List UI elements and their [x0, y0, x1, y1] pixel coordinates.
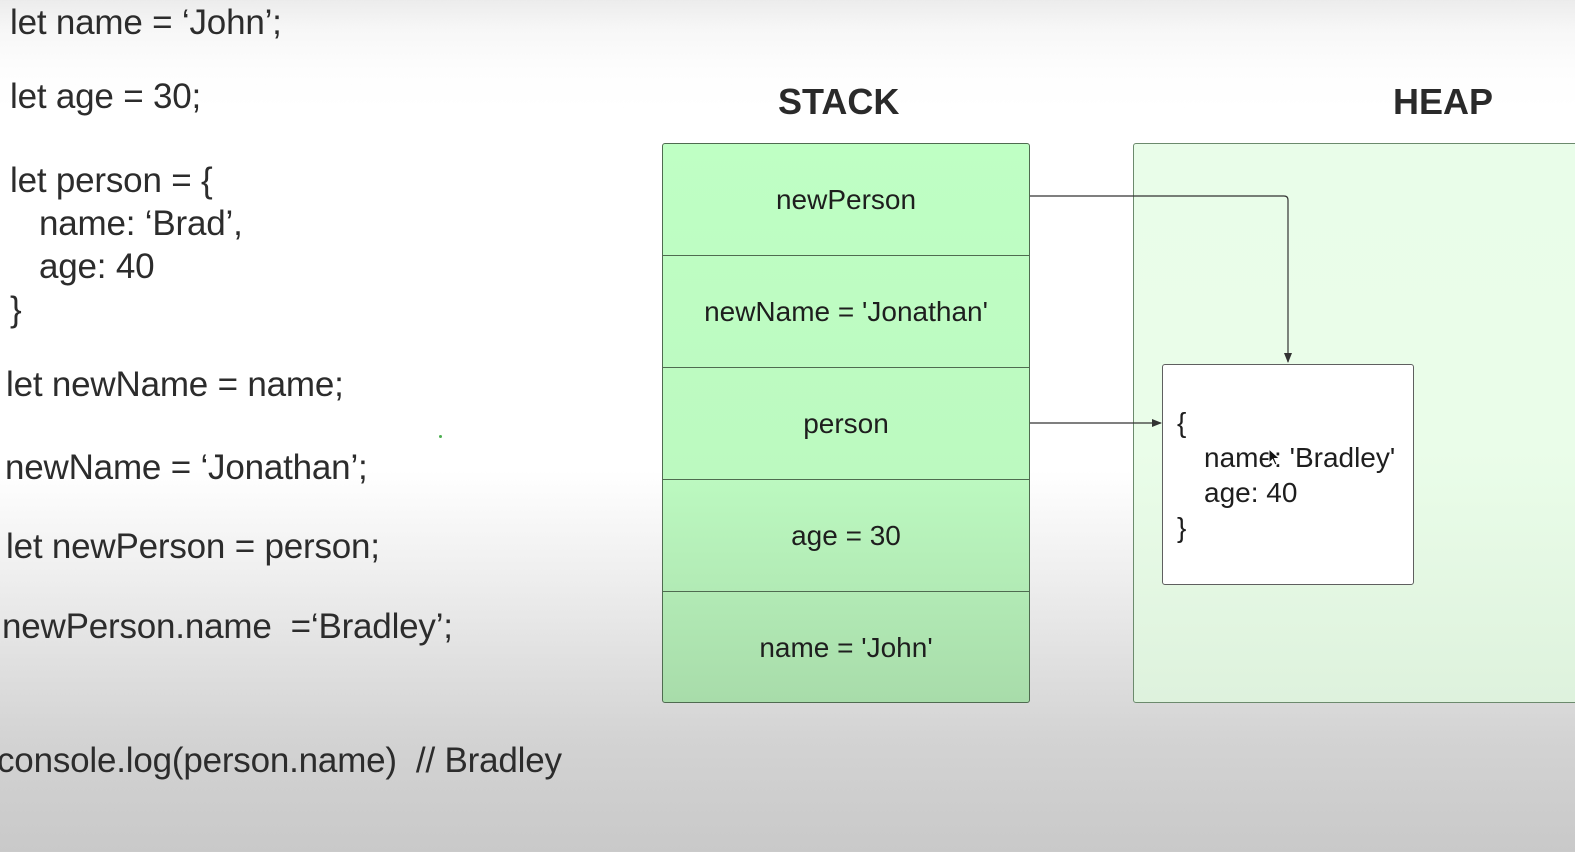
code-line-console-log: console.log(person.name) // Bradley — [0, 741, 562, 780]
stack-cell-label: newPerson — [775, 183, 917, 215]
heap-object-age-field: age: 40 — [1204, 477, 1298, 508]
code-line-let-newname: let newName = name; — [6, 365, 344, 404]
heap-object-name-field: name: 'Bradley' — [1204, 442, 1396, 473]
code-line-assign-newname: newName = ‘Jonathan’; — [5, 448, 368, 487]
stack-cell-person: person — [663, 368, 1029, 480]
heap-title: HEAP — [1393, 81, 1494, 122]
code-line-person-name: name: ‘Brad’, — [39, 204, 243, 243]
stack-cell-newname: newName = 'Jonathan' — [663, 256, 1029, 368]
stack-cell-label: age = 30 — [791, 519, 901, 551]
heap-object-close-brace: } — [1177, 512, 1187, 543]
stack-title: STACK — [778, 81, 900, 122]
stack-cell-label: newName = 'Jonathan' — [704, 295, 988, 327]
code-line-let-newperson: let newPerson = person; — [6, 527, 380, 566]
stack-cell-newperson: newPerson — [663, 144, 1029, 256]
code-line-let-name: let name = ‘John’; — [10, 3, 282, 42]
code-line-close-brace: } — [10, 290, 22, 329]
stray-dot — [439, 435, 442, 438]
stack-cell-age: age = 30 — [663, 480, 1029, 592]
stack-cell-label: name = 'John' — [759, 632, 933, 663]
stack-cell-name: name = 'John' — [663, 592, 1029, 702]
code-line-assign-newperson-name: newPerson.name =‘Bradley’; — [2, 607, 453, 646]
stack-cell-label: person — [803, 407, 889, 439]
heap-object-open-brace: { — [1177, 407, 1187, 438]
mouse-cursor-icon — [1268, 448, 1281, 466]
stack-column: newPerson newName = 'Jonathan' person ag… — [662, 143, 1030, 703]
code-line-person-age: age: 40 — [39, 247, 155, 286]
code-line-let-person: let person = { — [10, 161, 213, 200]
code-line-let-age: let age = 30; — [10, 77, 202, 116]
heap-object-box: { name: 'Bradley' age: 40 } — [1162, 364, 1414, 585]
